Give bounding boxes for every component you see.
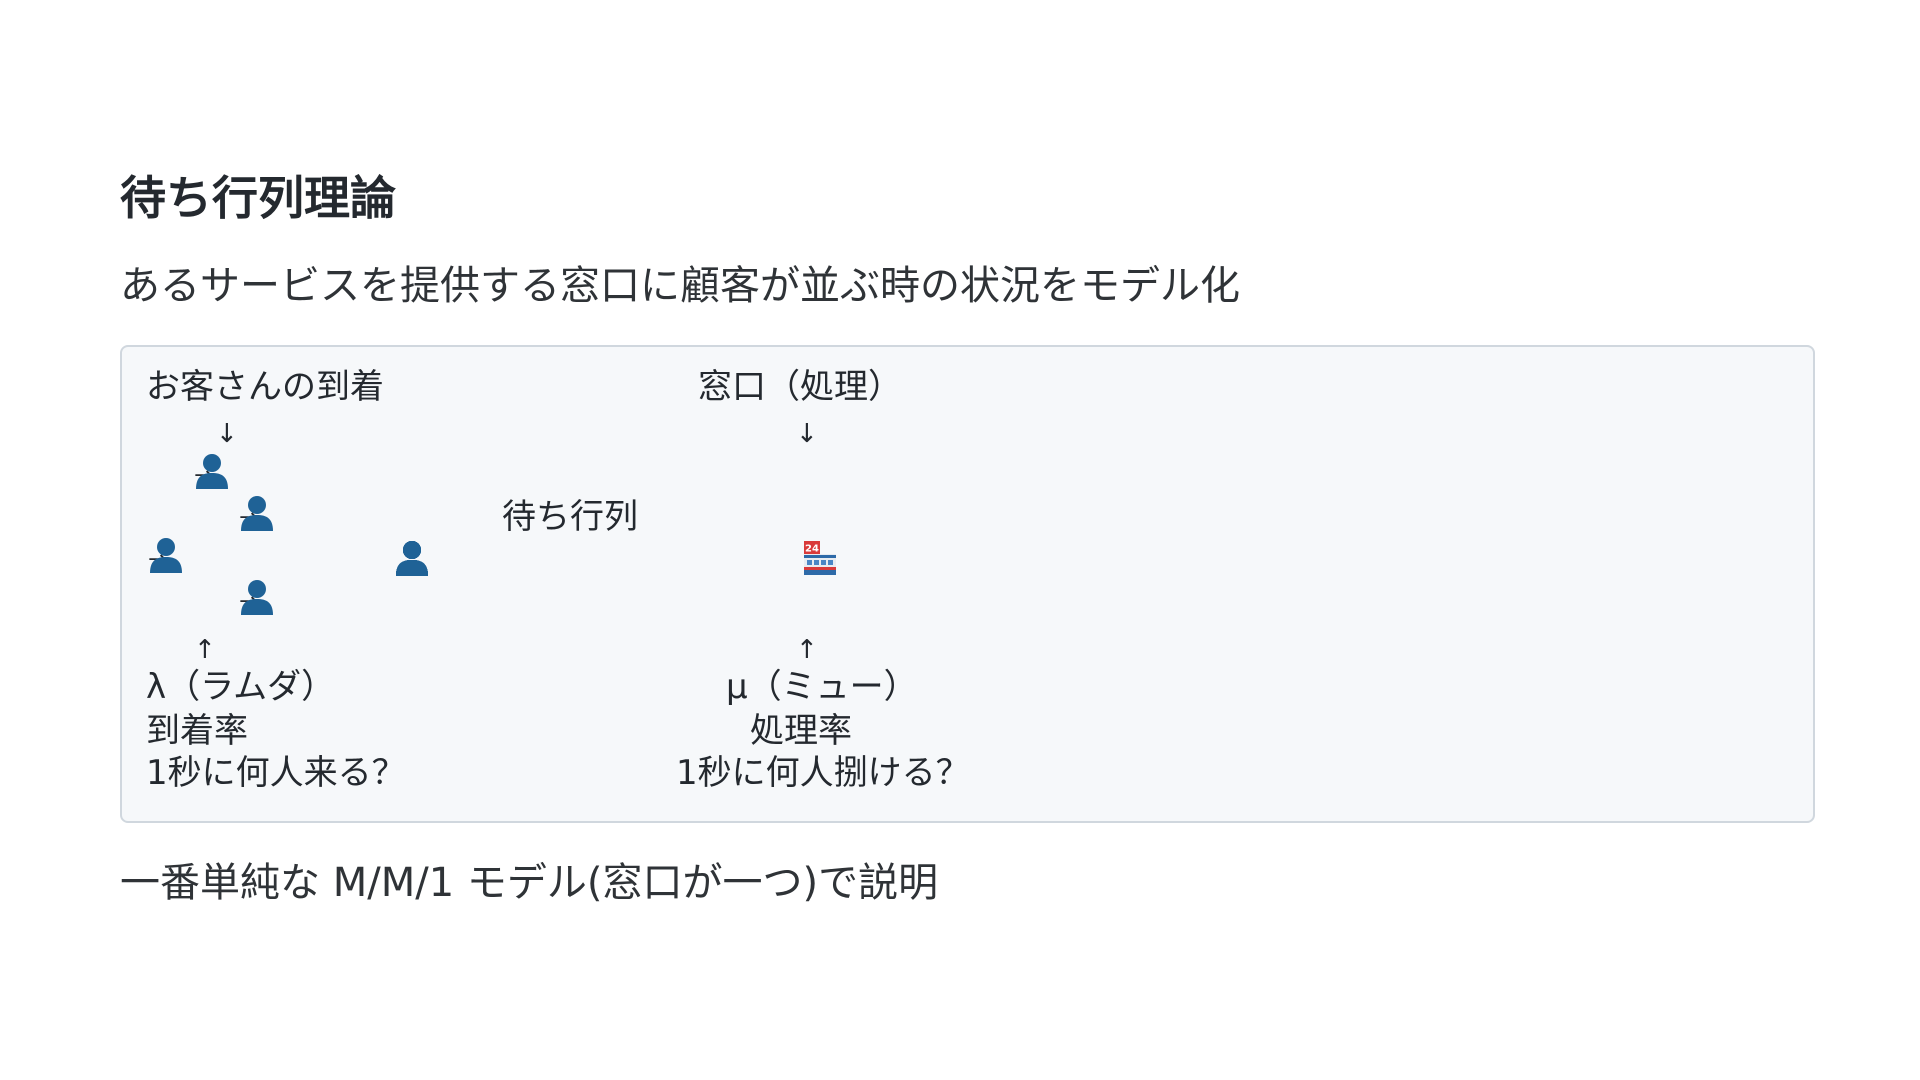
lambda-up-arrow: ↑ [194,635,216,665]
queued-person-icon [394,539,430,577]
arrival-down-arrow: ↓ [216,419,238,449]
window-label: 窓口（処理） [698,367,902,407]
person-icon [239,578,275,616]
person-icon [239,494,275,532]
arriving-customer: → [239,496,273,531]
page-title: 待ち行列理論 [120,171,396,225]
arrival-label: お客さんの到着 [146,367,384,407]
arriving-customer: → [148,538,182,573]
person-icon [148,536,184,574]
lead-text: あるサービスを提供する窓口に顧客が並ぶ時の状況をモデル化 [120,263,1240,309]
queue-label: 待ち行列 [502,497,638,537]
window-down-arrow: ↓ [796,419,818,449]
svg-text:24: 24 [805,544,819,555]
arriving-customer: → [239,580,273,615]
arriving-customer: → [194,454,228,489]
footer-text: 一番単純な M/M/1 モデル(窓口が一つ)で説明 [120,860,939,906]
mu-symbol: μ（ミュー） [726,667,918,707]
arrival-rate-label: 到着率 [146,711,248,751]
arrival-rate-question: 1秒に何人来る？ [146,753,406,793]
lambda-symbol: λ（ラムダ） [146,667,336,707]
mu-up-arrow: ↑ [796,635,818,665]
person-icon [194,452,230,490]
convenience-store-icon: 24 [802,539,838,577]
service-rate-label: 処理率 [750,711,852,751]
service-rate-question: 1秒に何人捌ける？ [676,753,970,793]
queue-diagram: お客さんの到着 窓口（処理） ↓ ↓ → → → → 待ち行列 24 [120,345,1815,823]
